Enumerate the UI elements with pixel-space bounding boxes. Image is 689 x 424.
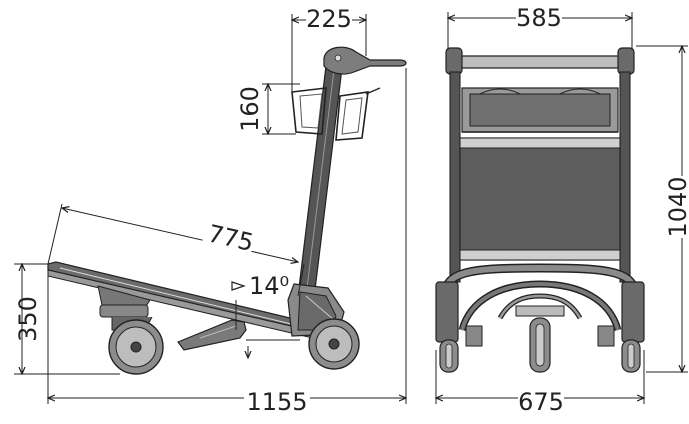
dim-overall-width: 675 bbox=[518, 388, 564, 416]
front-view-wheels bbox=[439, 317, 641, 373]
dim-handle-offset: 225 bbox=[306, 5, 352, 33]
side-upright bbox=[297, 65, 343, 299]
side-dimension-lines bbox=[14, 14, 406, 404]
front-basket bbox=[461, 87, 619, 133]
brake-pedal bbox=[177, 319, 247, 351]
dim-platform-height: 350 bbox=[14, 296, 42, 342]
front-base-frame bbox=[441, 263, 639, 340]
dim-handle-width: 585 bbox=[516, 4, 562, 32]
front-view bbox=[436, 12, 688, 404]
rear-caster bbox=[97, 285, 164, 375]
dim-platform-length: 775 bbox=[205, 219, 256, 257]
angle-arrow-icon bbox=[231, 281, 246, 291]
dim-overall-height: 1040 bbox=[664, 176, 689, 237]
front-wheel bbox=[308, 318, 360, 370]
front-handle bbox=[445, 47, 635, 75]
dim-basket-height: 160 bbox=[236, 86, 264, 132]
side-platform bbox=[47, 261, 342, 343]
side-handle bbox=[323, 46, 407, 75]
front-panel bbox=[459, 137, 621, 261]
side-view bbox=[14, 14, 406, 404]
dim-overall-length: 1155 bbox=[246, 388, 307, 416]
dim-platform-angle: 14⁰ bbox=[249, 272, 289, 300]
side-basket bbox=[291, 87, 381, 141]
